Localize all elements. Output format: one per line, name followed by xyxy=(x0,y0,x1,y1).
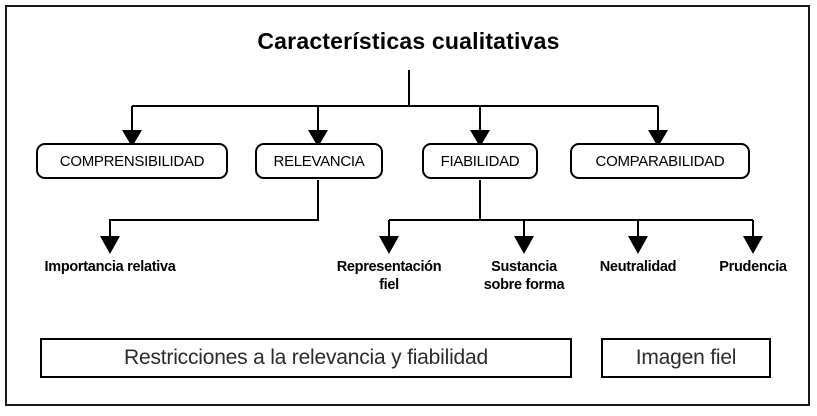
page-title: Características cualitativas xyxy=(257,28,560,54)
leaf-importancia-relativa: Importancia relativa xyxy=(44,259,176,275)
edge-relevancia-to-importancia xyxy=(108,180,320,238)
arrowhead-relevancia xyxy=(308,130,328,147)
arrowhead-fiabilidad xyxy=(470,130,490,147)
footer-box-label: Imagen fiel xyxy=(635,346,737,369)
node-label: FIABILIDAD xyxy=(440,152,520,170)
node-relevancia[interactable]: RELEVANCIA xyxy=(255,143,383,179)
arrowhead-importancia-relativa xyxy=(100,236,120,254)
leaf-neutralidad: Neutralidad xyxy=(599,259,677,275)
arrowhead-comparabilidad xyxy=(648,130,668,147)
arrowhead-neutralidad xyxy=(628,236,648,254)
arrowhead-representacion-fiel xyxy=(379,236,399,254)
arrowhead-prudencia xyxy=(743,236,763,254)
node-label: COMPARABILIDAD xyxy=(595,152,725,170)
diagram-outer-border xyxy=(5,5,810,406)
footer-box-label: Restricciones a la relevancia y fiabilid… xyxy=(124,346,488,369)
node-fiabilidad[interactable]: FIABILIDAD xyxy=(422,143,538,179)
node-comprensibilidad[interactable]: COMPRENSIBILIDAD xyxy=(36,143,228,179)
node-label: COMPRENSIBILIDAD xyxy=(59,152,205,170)
footer-box-imagen-fiel[interactable]: Imagen fiel xyxy=(601,338,771,378)
leaf-prudencia: Prudencia xyxy=(719,259,787,275)
arrowhead-comprensibilidad xyxy=(122,130,142,147)
arrowhead-sustancia-sobre-forma xyxy=(514,236,534,254)
node-label: RELEVANCIA xyxy=(273,152,365,170)
node-comparabilidad[interactable]: COMPARABILIDAD xyxy=(570,143,750,179)
footer-box-restricciones[interactable]: Restricciones a la relevancia y fiabilid… xyxy=(40,338,572,378)
arrowheads xyxy=(100,130,763,254)
